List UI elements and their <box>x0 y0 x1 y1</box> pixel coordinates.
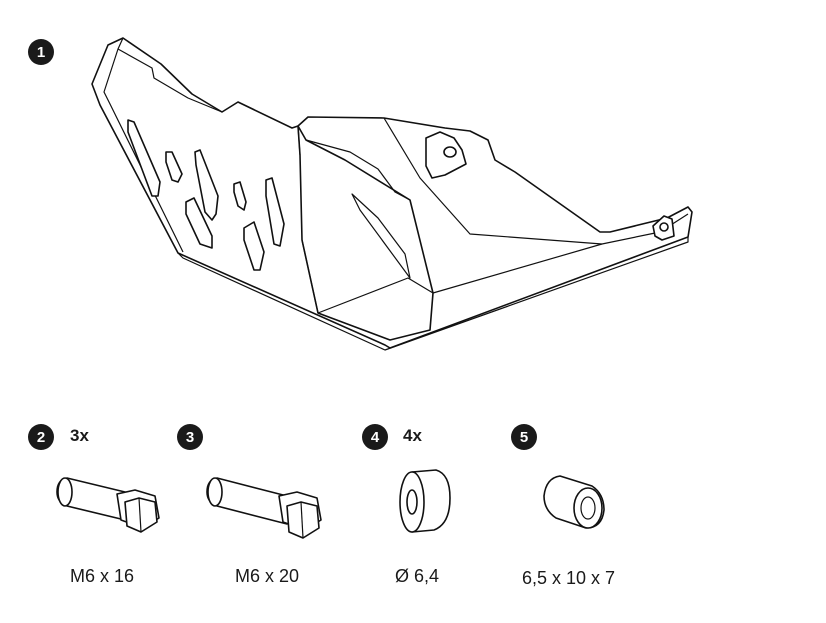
hex-bolt-icon <box>206 477 322 539</box>
part-3-caption: M6 x 20 <box>235 566 300 586</box>
spacer-sleeve-icon <box>543 475 605 529</box>
part-2-quantity: 3x <box>70 426 89 445</box>
washer-icon <box>399 469 451 533</box>
part-3-badge: 3 <box>177 424 203 450</box>
hex-bolt-icon <box>56 477 160 533</box>
part-2-caption: M6 x 16 <box>70 566 135 586</box>
part-1-number: 1 <box>36 43 46 61</box>
part-4-quantity: 4x <box>403 426 422 445</box>
part-5-number: 5 <box>519 428 529 446</box>
part-1-badge: 1 <box>28 39 54 65</box>
part-5-caption: 6,5 x 10 x 7 <box>522 568 616 588</box>
part-4-badge: 4 <box>362 424 388 450</box>
part-3-number: 3 <box>185 428 195 446</box>
part-4-caption: Ø 6,4 <box>395 566 440 586</box>
part-5-badge: 5 <box>511 424 537 450</box>
part-4-number: 4 <box>370 428 380 446</box>
part-2-badge: 2 <box>28 424 54 450</box>
part-2-number: 2 <box>36 428 46 446</box>
